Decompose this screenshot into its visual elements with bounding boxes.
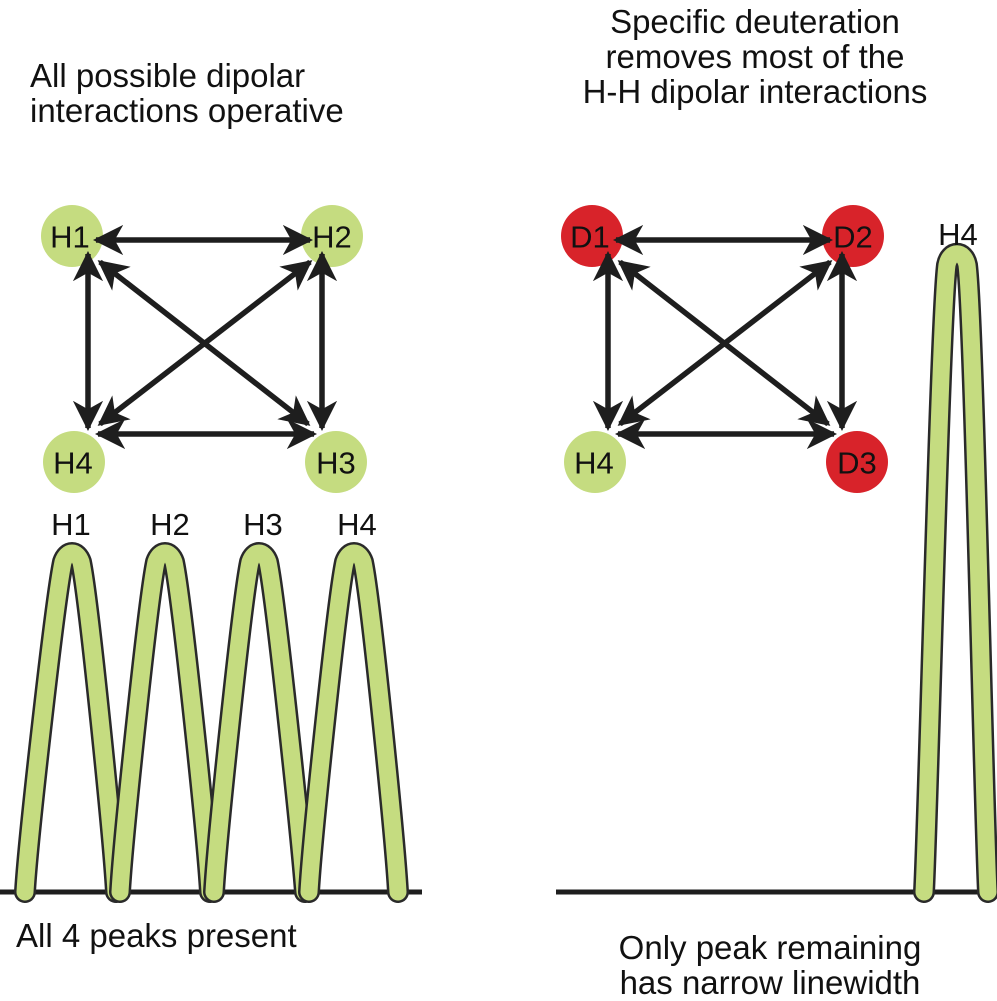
right-peak-label-h4: H4 — [938, 217, 978, 252]
right-spectrum: H4 — [556, 217, 997, 903]
right-caption-line-1: Only peak remaining — [618, 929, 922, 966]
left-peak-h1 — [16, 544, 125, 901]
left-node-h2-label: H2 — [312, 220, 352, 255]
left-peak-label-h1: H1 — [51, 507, 91, 542]
left-panel-title: All possible dipolar interactions operat… — [30, 58, 344, 128]
left-title-line-2: interactions operative — [30, 92, 344, 129]
left-node-h3-label: H3 — [316, 446, 356, 481]
right-node-h4-circle — [564, 431, 626, 493]
left-peak-label-h3: H3 — [243, 507, 283, 542]
left-title-line-1: All possible dipolar — [30, 57, 306, 94]
left-peak-label-h2: H2 — [150, 507, 190, 542]
left-peak-label-h4: H4 — [337, 507, 377, 542]
left-caption-line-1: All 4 peaks present — [16, 917, 297, 954]
right-node-d3-circle — [826, 431, 888, 493]
right-node-d2-label: D2 — [833, 220, 873, 255]
right-title-line-1: Specific deuteration — [610, 3, 900, 40]
right-title-line-2: removes most of the — [605, 38, 905, 75]
right-title-line-3: H-H dipolar interactions — [582, 73, 928, 110]
left-panel-caption: All 4 peaks present — [16, 918, 297, 953]
left-arrow-h2-h4 — [97, 259, 313, 427]
right-arrow-d2-h4 — [617, 259, 833, 427]
right-panel-caption: Only peak remaining has narrow linewidth — [520, 930, 997, 1000]
left-node-h3-circle — [305, 431, 367, 493]
right-caption-line-2: has narrow linewidth — [619, 964, 921, 1001]
left-spectrum: H1 H2 H3 H4 — [0, 507, 422, 903]
left-node-h4-label: H4 — [53, 446, 93, 481]
right-panel-title: Specific deuteration removes most of the… — [520, 4, 990, 109]
left-interaction-network: H1 H2 H3 H4 — [41, 205, 367, 493]
left-node-h1-label: H1 — [50, 220, 90, 255]
left-peak-h4 — [300, 544, 407, 901]
right-node-h4-label: H4 — [574, 446, 614, 481]
right-node-d3-label: D3 — [837, 446, 877, 481]
left-node-h4-circle — [43, 431, 105, 493]
left-peak-h3 — [205, 544, 314, 901]
left-peak-h2 — [111, 544, 219, 901]
right-node-d1-label: D1 — [570, 220, 610, 255]
right-peak-h4 — [915, 245, 997, 901]
right-interaction-network: D1 D2 D3 H4 — [561, 205, 888, 493]
